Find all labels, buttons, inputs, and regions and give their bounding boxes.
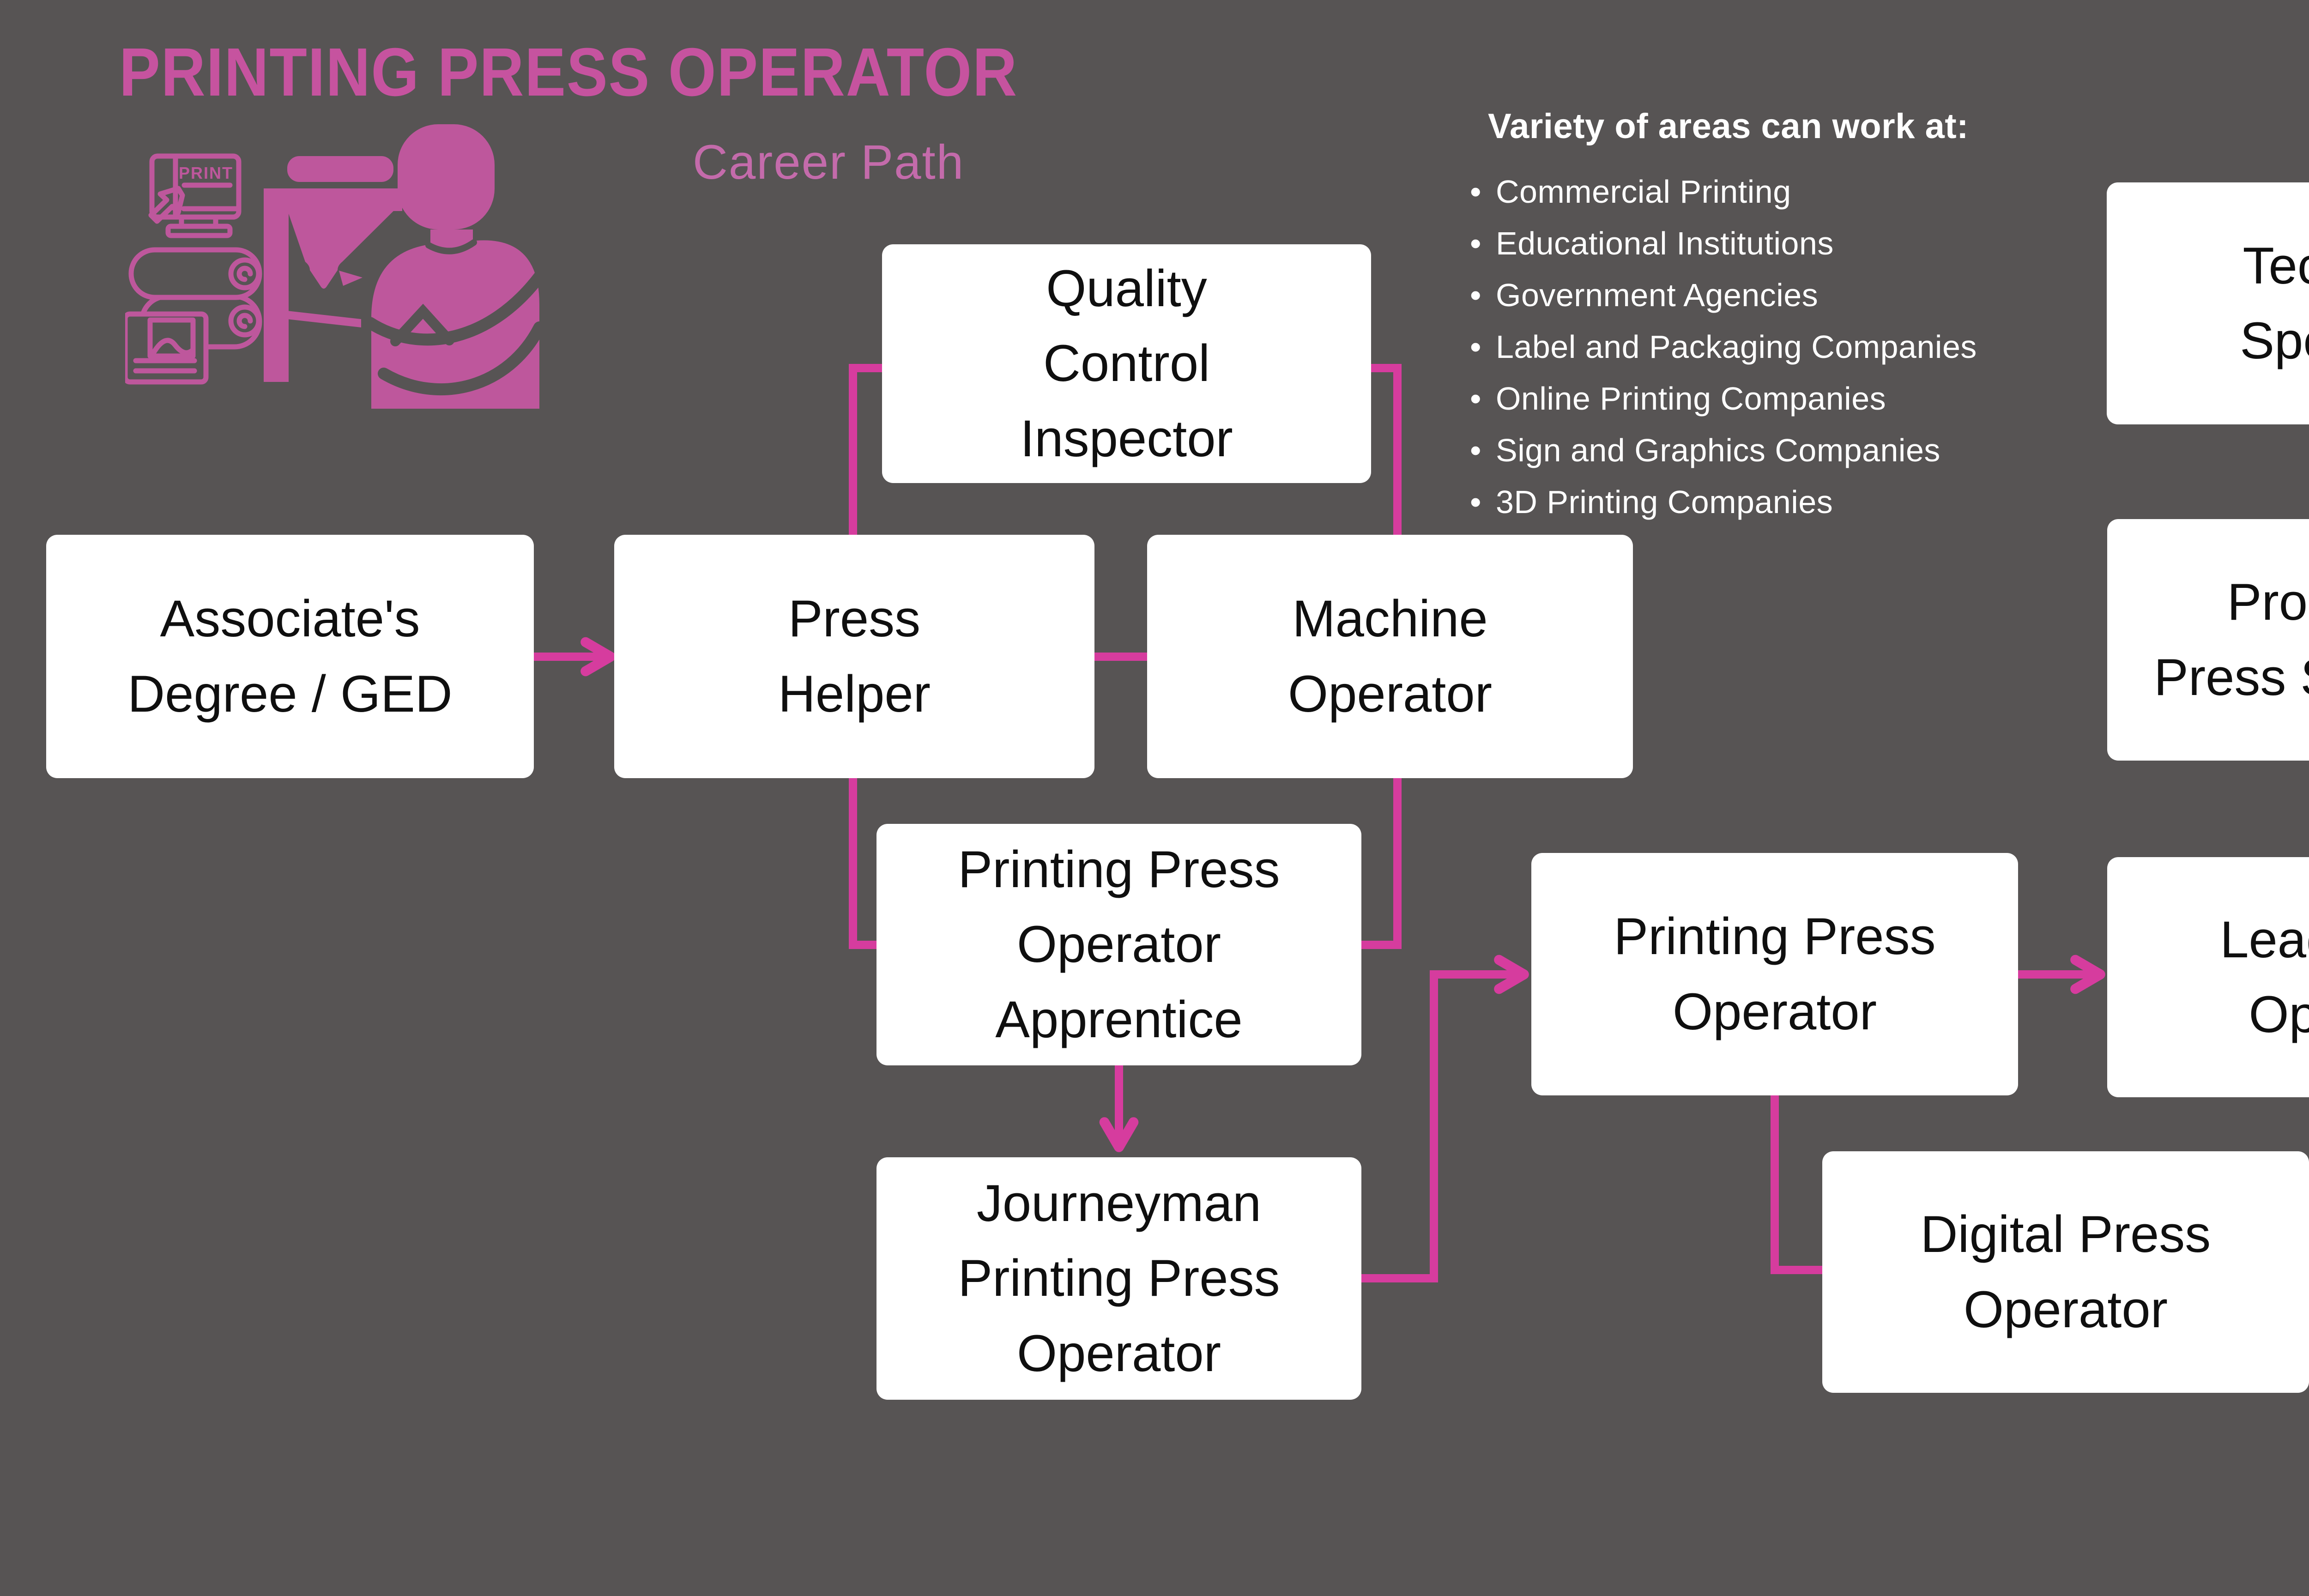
node-journeyman-printing-press-operator: Journeyman Printing Press Operator bbox=[876, 1157, 1361, 1400]
edge-press-helper-to-qci bbox=[849, 364, 889, 541]
node-digital-press-operator: Digital Press Operator bbox=[1822, 1151, 2309, 1393]
edge-ppo-to-digital-press-operator bbox=[1771, 1089, 1829, 1274]
work-areas-heading: Variety of areas can work at: bbox=[1488, 107, 1969, 146]
page-subtitle: Career Path bbox=[693, 135, 965, 189]
node-printing-press-operator-apprentice: Printing Press Operator Apprentice bbox=[876, 824, 1361, 1065]
work-area-item: 3D Printing Companies bbox=[1467, 476, 2160, 528]
edge-press-helper-to-apprentice bbox=[849, 772, 883, 949]
work-area-item: Online Printing Companies bbox=[1467, 373, 2160, 424]
node-lead-press-operator: Lead Press Operator bbox=[2107, 857, 2309, 1097]
work-area-item: Educational Institutions bbox=[1467, 218, 2160, 269]
page-title: PRINTING PRESS OPERATOR bbox=[119, 34, 1018, 110]
work-area-item: Government Agencies bbox=[1467, 269, 2160, 321]
work-areas-section: Variety of areas can work at: Commercial… bbox=[1467, 106, 2160, 528]
work-area-item: Label and Packaging Companies bbox=[1467, 321, 2160, 373]
node-associates-degree-ged: Associate's Degree / GED bbox=[46, 535, 534, 778]
edge-qci-to-machine-operator bbox=[1365, 364, 1402, 541]
node-machine-operator: Machine Operator bbox=[1147, 535, 1633, 778]
node-press-helper: Press Helper bbox=[614, 535, 1094, 778]
monitor-print-label: PRINT bbox=[179, 163, 233, 182]
edge-machine-operator-to-apprentice bbox=[1354, 772, 1402, 949]
edge-journeyman-to-printing-press-operator bbox=[1354, 955, 1529, 1282]
work-area-item: Sign and Graphics Companies bbox=[1467, 424, 2160, 476]
work-areas-list: Commercial Printing Educational Institut… bbox=[1467, 166, 2160, 528]
node-printing-press-operator: Printing Press Operator bbox=[1531, 853, 2018, 1095]
node-quality-control-inspector: Quality Control Inspector bbox=[882, 244, 1371, 483]
work-area-item: Commercial Printing bbox=[1467, 166, 2160, 218]
printing-press-operator-icon: PRINT bbox=[125, 124, 539, 409]
node-production-press-supervisor: Production Press Supervisor bbox=[2107, 519, 2309, 761]
